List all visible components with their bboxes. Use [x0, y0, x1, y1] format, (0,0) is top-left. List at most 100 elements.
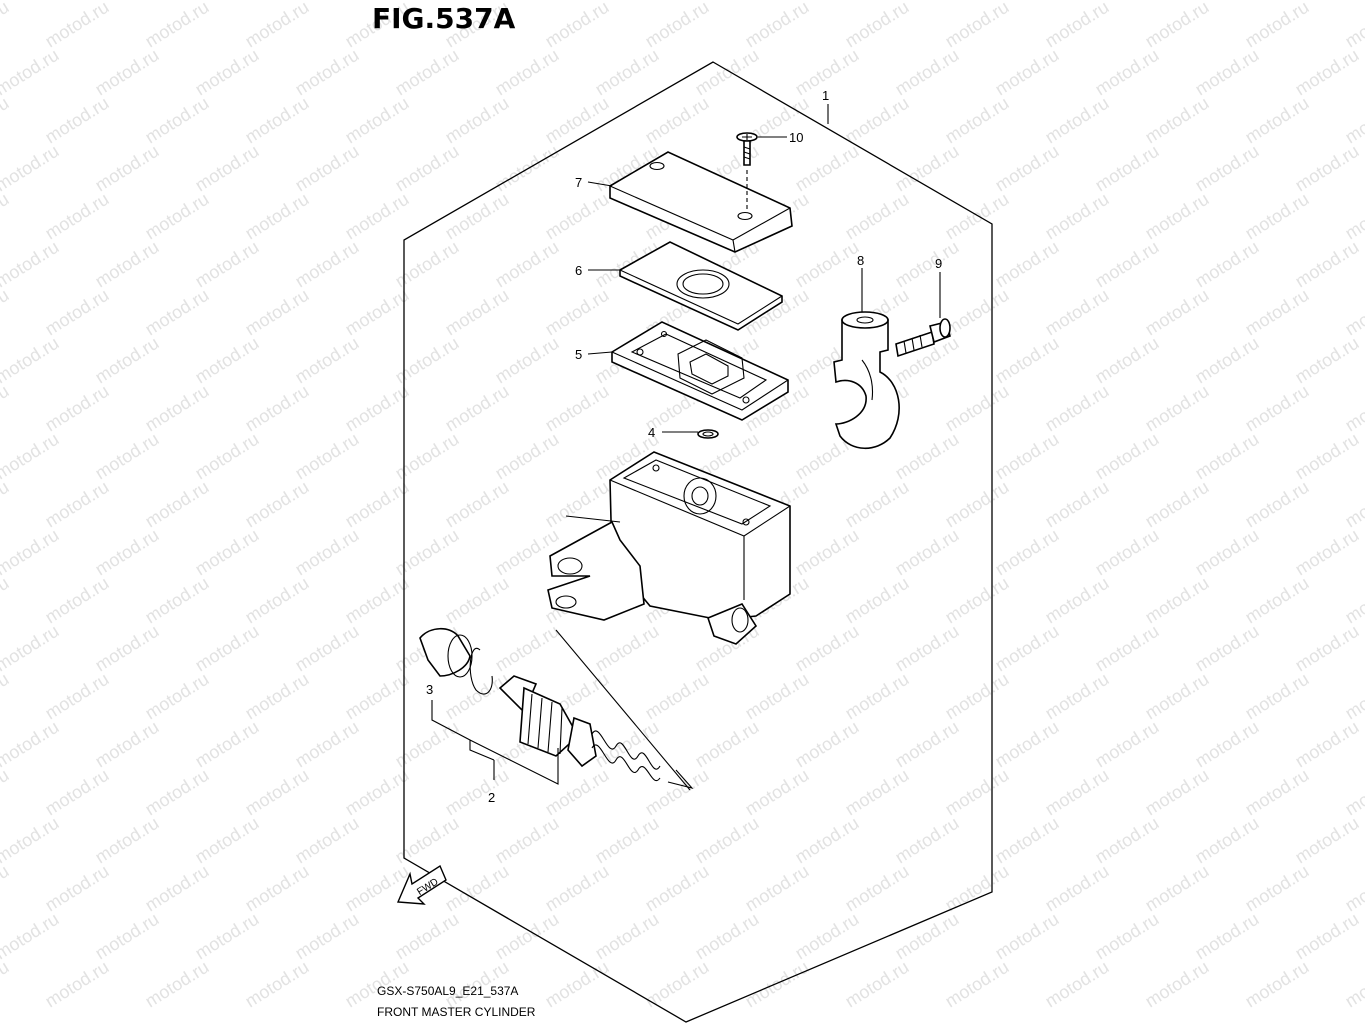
watermark-text: motod.ru [242, 861, 313, 916]
callout-10: 10 [789, 130, 803, 145]
watermark-text: motod.ru [0, 0, 62, 3]
callout-2: 2 [488, 790, 495, 805]
watermark-text: motod.ru [792, 909, 863, 964]
watermark-text: motod.ru [1242, 861, 1313, 916]
watermark-text: motod.ru [42, 861, 113, 916]
watermark-text: motod.ru [392, 141, 463, 196]
watermark-text: motod.ru [392, 525, 463, 580]
watermark-text: motod.ru [1192, 621, 1263, 676]
watermark-text: motod.ru [1142, 93, 1213, 148]
callout-3: 3 [426, 682, 433, 697]
watermark-text: motod.ru [192, 813, 263, 868]
watermark-text: motod.ru [42, 285, 113, 340]
watermark-text: motod.ru [1042, 189, 1113, 244]
watermark-text: motod.ru [742, 765, 813, 820]
watermark-text: motod.ru [1242, 669, 1313, 724]
watermark-text: motod.ru [142, 573, 213, 628]
watermark-text: motod.ru [642, 669, 713, 724]
watermark-text: motod.ru [842, 189, 913, 244]
watermark-text: motod.ru [1242, 285, 1313, 340]
watermark-text: motod.ru [942, 861, 1013, 916]
watermark-text: motod.ru [1192, 909, 1263, 964]
watermark-text: motod.ru [0, 621, 62, 676]
watermark-text: motod.ru [442, 93, 513, 148]
watermark-text: motod.ru [842, 957, 913, 1012]
watermark-text: motod.ru [942, 765, 1013, 820]
watermark-text: motod.ru [742, 669, 813, 724]
watermark-text: motod.ru [542, 189, 613, 244]
watermark-text: motod.ru [342, 381, 413, 436]
watermark-text: motod.ru [992, 45, 1063, 100]
watermark-text: motod.ru [692, 45, 763, 100]
watermark-text: motod.ru [0, 285, 12, 340]
watermark-text: motod.ru [1042, 669, 1113, 724]
watermark-text: motod.ru [0, 717, 62, 772]
watermark-text: motod.ru [1292, 429, 1363, 484]
watermark-text: motod.ru [1342, 573, 1365, 628]
watermark-text: motod.ru [0, 189, 12, 244]
watermark-text: motod.ru [492, 237, 563, 292]
figure-name: FRONT MASTER CYLINDER [377, 1005, 536, 1019]
watermark-text: motod.ru [1092, 717, 1163, 772]
callout-9: 9 [935, 256, 942, 271]
watermark-text: motod.ru [0, 861, 12, 916]
watermark-text: motod.ru [1292, 333, 1363, 388]
watermark-text: motod.ru [1292, 621, 1363, 676]
watermark-text: motod.ru [692, 909, 763, 964]
watermark-text: motod.ru [1042, 285, 1113, 340]
watermark-text: motod.ru [992, 429, 1063, 484]
watermark-text: motod.ru [842, 669, 913, 724]
watermark-text: motod.ru [142, 861, 213, 916]
watermark-text: motod.ru [1192, 45, 1263, 100]
watermark-text: motod.ru [1092, 45, 1163, 100]
watermark-text: motod.ru [142, 381, 213, 436]
watermark-text: motod.ru [942, 189, 1013, 244]
watermark-text: motod.ru [42, 477, 113, 532]
watermark-text: motod.ru [242, 477, 313, 532]
watermark-text: motod.ru [1142, 189, 1213, 244]
watermark-text: motod.ru [242, 381, 313, 436]
watermark-text: motod.ru [442, 669, 513, 724]
watermark-text: motod.ru [792, 237, 863, 292]
callout-leaders [431, 104, 941, 791]
watermark-text: motod.ru [892, 525, 963, 580]
watermark-text: motod.ru [192, 45, 263, 100]
watermark-text: motod.ru [392, 45, 463, 100]
watermark-text: motod.ru [642, 765, 713, 820]
watermark-text: motod.ru [1092, 333, 1163, 388]
watermark-text: motod.ru [342, 93, 413, 148]
watermark-text: motod.ru [1242, 477, 1313, 532]
watermark-text: motod.ru [42, 669, 113, 724]
watermark-text: motod.ru [542, 381, 613, 436]
callout-1: 1 [822, 88, 829, 103]
watermark-text: motod.ru [242, 0, 313, 51]
watermark-text: motod.ru [1292, 45, 1363, 100]
callout-4: 4 [648, 425, 655, 440]
watermark-text: motod.ru [1042, 93, 1113, 148]
watermark-text: motod.ru [1342, 93, 1365, 148]
watermark-text: motod.ru [92, 909, 163, 964]
watermark-text: motod.ru [0, 813, 62, 868]
reservoir-plate [611, 321, 789, 421]
watermark-text: motod.ru [942, 669, 1013, 724]
watermark-text: motod.ru [0, 525, 62, 580]
watermark-text: motod.ru [1192, 429, 1263, 484]
watermark-text: motod.ru [1292, 813, 1363, 868]
watermark-text: motod.ru [292, 333, 363, 388]
watermark-text: motod.ru [1342, 0, 1365, 51]
watermark-text: motod.ru [342, 669, 413, 724]
watermark-text: motod.ru [492, 429, 563, 484]
watermark-text: motod.ru [292, 909, 363, 964]
watermark-text: motod.ru [542, 861, 613, 916]
watermark-text: motod.ru [892, 429, 963, 484]
watermark-text: motod.ru [142, 765, 213, 820]
watermark-text: motod.ru [1292, 141, 1363, 196]
watermark-text: motod.ru [792, 525, 863, 580]
watermark-text: motod.ru [0, 45, 62, 100]
watermark-text: motod.ru [1342, 285, 1365, 340]
watermark-text: motod.ru [992, 141, 1063, 196]
watermark-text: motod.ru [1192, 525, 1263, 580]
watermark-text: motod.ru [442, 861, 513, 916]
watermark-text: motod.ru [192, 621, 263, 676]
